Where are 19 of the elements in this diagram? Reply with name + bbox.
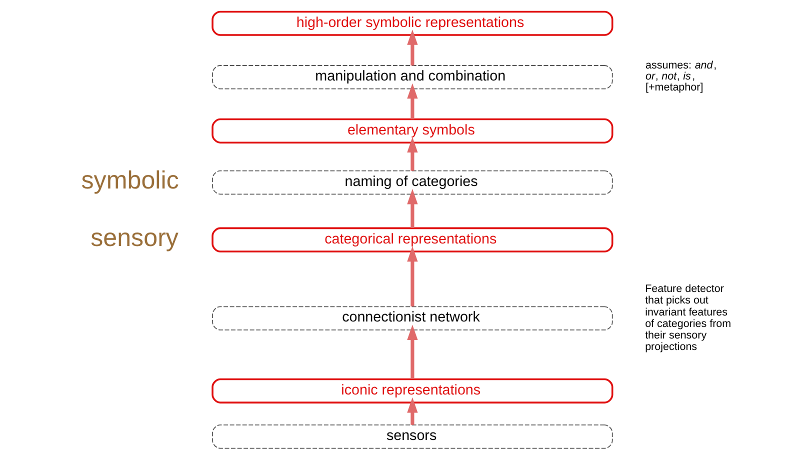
- arrow: [406, 397, 418, 425]
- arrow: [406, 324, 418, 379]
- node-box: iconic representations: [211, 378, 613, 404]
- node-box: categorical representations: [211, 227, 613, 252]
- arrow: [406, 246, 418, 306]
- node-label: assumes: and, or, not, is, [+metaphor]: [645, 60, 716, 94]
- node-box: sensors: [212, 424, 612, 449]
- node-label: Feature detector that picks out invariant features of categories from their sensory projections: [644, 282, 731, 354]
- label: symbolic: [80, 166, 178, 195]
- node-box: elementary symbols: [211, 118, 613, 144]
- node-box: manipulation and combination: [212, 65, 612, 90]
- node-box: naming of categories: [212, 170, 612, 195]
- arrow: [406, 137, 418, 171]
- arrow: [406, 30, 418, 66]
- node-box: high-order symbolic representations: [211, 10, 613, 36]
- arrow: [406, 83, 418, 120]
- node-box: connectionist network: [212, 306, 612, 330]
- label: sensory: [90, 224, 178, 252]
- arrow: [406, 188, 418, 228]
